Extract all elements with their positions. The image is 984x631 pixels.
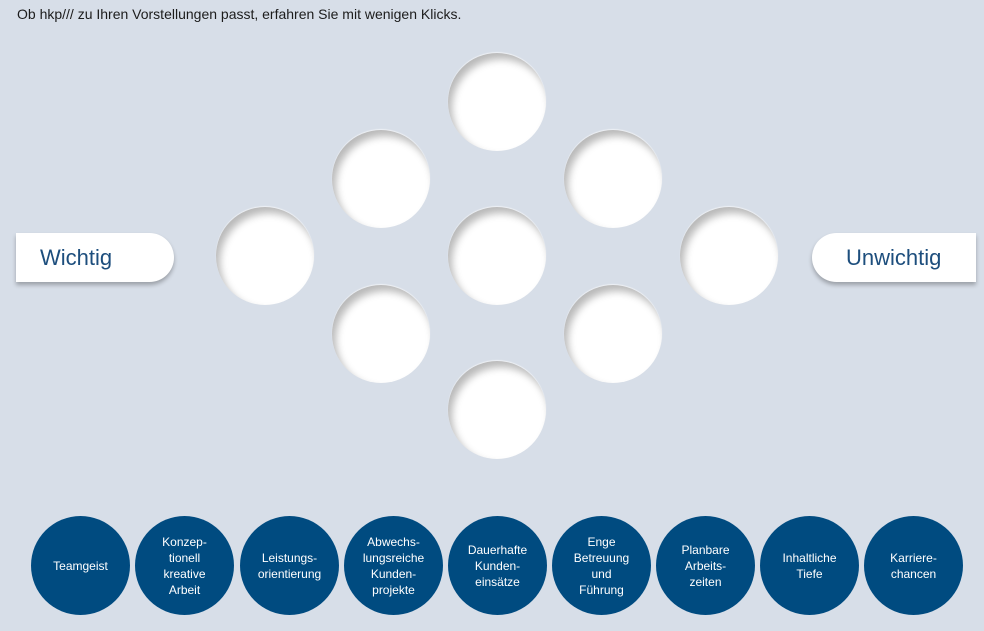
label-unimportant-text: Unwichtig bbox=[846, 244, 942, 270]
drop-slot-8[interactable] bbox=[564, 285, 662, 383]
chip-planbare-arbeitszeiten[interactable]: Planbare Arbeits- zeiten bbox=[656, 516, 755, 615]
label-unimportant: Unwichtig bbox=[812, 233, 976, 282]
label-important-text: Wichtig bbox=[40, 244, 113, 270]
chip-inhaltliche-tiefe[interactable]: Inhaltliche Tiefe bbox=[760, 516, 859, 615]
label-important: Wichtig bbox=[16, 233, 174, 282]
chip-enge-betreuung-und-fuehrung[interactable]: Enge Betreuung und Führung bbox=[552, 516, 651, 615]
intro-text: Ob hkp/// zu Ihren Vorstellungen passt, … bbox=[17, 6, 462, 22]
drop-slot-3[interactable] bbox=[332, 285, 430, 383]
drop-slot-9[interactable] bbox=[680, 207, 778, 305]
chip-dauerhafte-kundeneinsaetze[interactable]: Dauerhafte Kunden- einsätze bbox=[448, 516, 547, 615]
drop-slot-7[interactable] bbox=[564, 130, 662, 228]
drop-slot-6[interactable] bbox=[448, 361, 546, 459]
chip-abwechslungsreiche-kundenprojekte[interactable]: Abwechs- lungsreiche Kunden- projekte bbox=[344, 516, 443, 615]
drop-slot-2[interactable] bbox=[332, 130, 430, 228]
chip-karrierechancen[interactable]: Karriere- chancen bbox=[864, 516, 963, 615]
drop-slot-5[interactable] bbox=[448, 207, 546, 305]
chip-leistungsorientierung[interactable]: Leistungs- orientierung bbox=[240, 516, 339, 615]
drop-slot-1[interactable] bbox=[216, 207, 314, 305]
drop-slot-4[interactable] bbox=[448, 53, 546, 151]
chip-konzeptionell-kreative-arbeit[interactable]: Konzep- tionell kreative Arbeit bbox=[135, 516, 234, 615]
chip-teamgeist[interactable]: Teamgeist bbox=[31, 516, 130, 615]
